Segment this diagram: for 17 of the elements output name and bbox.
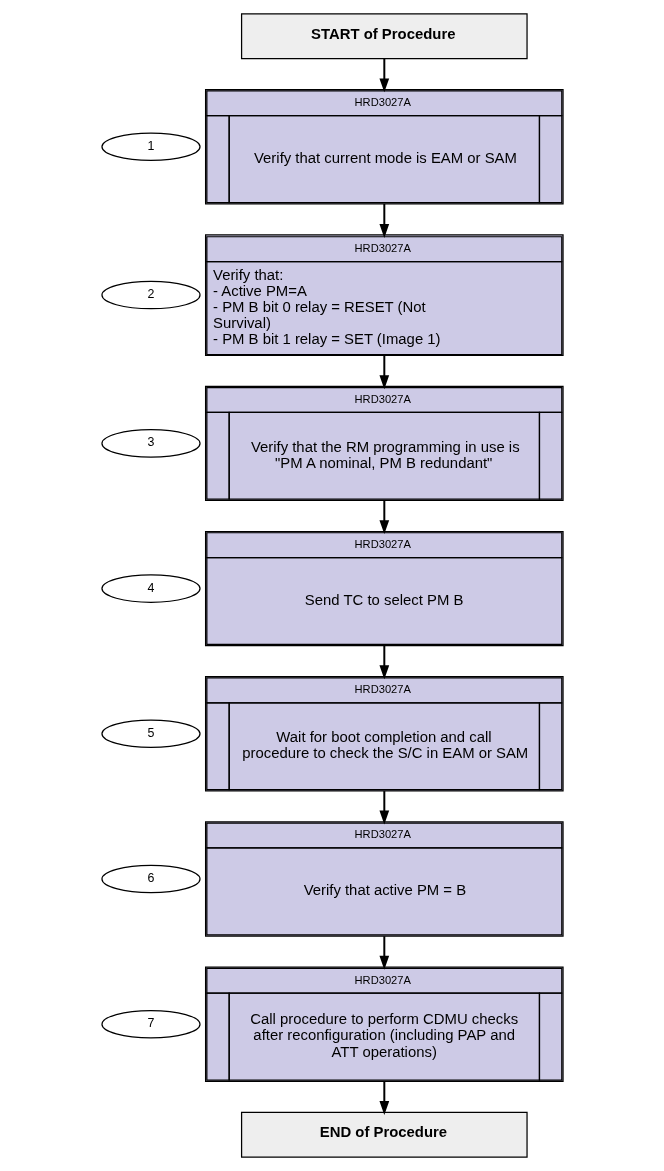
node-box: END of Procedure: [240, 1111, 528, 1158]
arrow: [378, 57, 389, 93]
node-ellipse: 4: [100, 574, 201, 603]
arrow: [378, 935, 389, 970]
node-ellipse: 3: [100, 429, 201, 458]
arrow: [378, 202, 389, 238]
arrow: [378, 1080, 389, 1115]
arrow: [378, 644, 389, 680]
arrow: [378, 790, 389, 825]
node-ellipse: 2: [100, 280, 201, 310]
node-ellipse: 7: [100, 1009, 201, 1039]
arrow: [378, 499, 389, 535]
arrow: [378, 354, 389, 390]
node-ellipse: 6: [100, 864, 201, 894]
node-ellipse: 5: [100, 719, 201, 749]
node-box: START of Procedure: [240, 13, 528, 60]
node-ellipse: 1: [100, 132, 201, 162]
